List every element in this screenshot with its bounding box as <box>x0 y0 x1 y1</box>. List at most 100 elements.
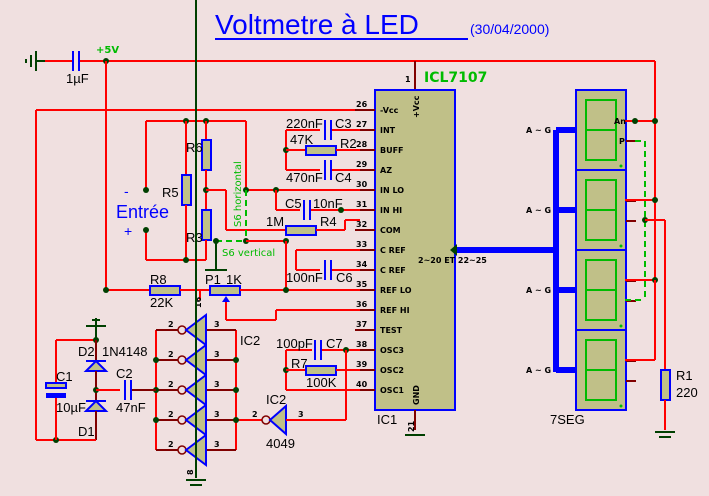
ic1-pin-name: IN LO <box>380 186 404 195</box>
c2-value: 47nF <box>116 400 146 415</box>
inverter-in-pin: 2 <box>168 380 174 389</box>
ic1-pin-number: 33 <box>356 240 367 249</box>
ic1-name: ICL7107 <box>424 70 487 86</box>
ic1-pin-name: REF HI <box>380 306 410 315</box>
r8-ref: R8 <box>150 272 167 287</box>
c5-ref: C5 <box>285 196 302 211</box>
ic1-pin-name: TEST <box>380 326 403 335</box>
ic2-single-ref: IC2 <box>266 392 286 407</box>
c1-value: 10µF <box>56 400 86 415</box>
r1-ref: R1 <box>676 368 693 383</box>
inverter-in-pin: 2 <box>168 350 174 359</box>
svg-text:2: 2 <box>252 410 258 419</box>
r1-value: 220 <box>676 385 698 400</box>
ic1-pin-number: 35 <box>356 280 368 289</box>
ic1-pin-number: 27 <box>356 120 367 129</box>
ic1-gnd-pin: 21 <box>407 420 416 432</box>
ic1-pin-name: INT <box>380 126 396 135</box>
r6-ref: R6 <box>186 140 203 155</box>
c-1uF-label: 1µF <box>66 71 89 86</box>
ic1-pin-number: 28 <box>356 140 368 149</box>
svg-text:3: 3 <box>298 410 304 419</box>
ic1-pin-name: OSC3 <box>380 346 404 355</box>
ic2-gnd-pin: 8 <box>186 469 195 475</box>
ic1-pin-number: 31 <box>356 200 368 209</box>
ic1-pin-name: C REF <box>380 246 406 255</box>
inverter-in-pin: 2 <box>168 320 174 329</box>
input-label: Entrée <box>116 202 169 222</box>
display-bus-label: A ~ G <box>526 286 551 295</box>
c2-ref: C2 <box>116 366 133 381</box>
display-dp-label: P <box>619 137 625 146</box>
ic1-pin-number: 40 <box>356 380 368 389</box>
inverter-in-pin: 2 <box>168 410 174 419</box>
switch-horizontal-label: S6 horizontal <box>233 161 244 227</box>
ic1-bus-label: 2~20 ET 22~25 <box>418 256 487 265</box>
c5-value: 10nF <box>313 196 343 211</box>
ic1-pin-name: AZ <box>380 166 392 175</box>
title-date: (30/04/2000) <box>470 21 549 37</box>
r7-value: 100K <box>306 375 337 390</box>
c1-ref: C1 <box>56 369 73 384</box>
input-plus: + <box>124 223 132 239</box>
ic1-pin-number: 39 <box>356 360 368 369</box>
r3-ref: R3 <box>186 230 203 245</box>
inverter-out-pin: 3 <box>214 380 220 389</box>
ic1-pin-name: BUFF <box>380 146 404 155</box>
display-bus-label: A ~ G <box>526 206 551 215</box>
inverter-out-pin: 3 <box>214 410 220 419</box>
c4-ref: C4 <box>335 170 352 185</box>
inverter-out-pin: 3 <box>214 440 220 449</box>
r1-resistor <box>660 369 671 401</box>
title: Voltmetre à LED <box>215 9 419 40</box>
ic2-value: 4049 <box>266 436 295 451</box>
ic2-ref: IC2 <box>240 333 260 348</box>
r2-value: 47K <box>290 132 313 147</box>
c4-value: 470nF <box>286 170 323 185</box>
ic1-pin-number: 34 <box>356 260 368 269</box>
ic1-pin-number: 32 <box>356 220 367 229</box>
c3-ref: C3 <box>335 116 352 131</box>
display-bus-label: A ~ G <box>526 366 551 375</box>
r7-ref: R7 <box>291 356 308 371</box>
r5-ref: R5 <box>162 185 179 200</box>
d2-value: 1N4148 <box>102 344 148 359</box>
d2-ref: D2 <box>78 344 95 359</box>
ic1-pin-number: 36 <box>356 300 368 309</box>
supply-ground-icon <box>25 51 37 71</box>
ic1-pin-name: IN HI <box>380 206 402 215</box>
ic1-vcc-pin: 1 <box>405 75 411 84</box>
c7-value: 100pF <box>276 336 313 351</box>
display-ref: 7SEG <box>550 412 585 427</box>
display-bus-label: A ~ G <box>526 126 551 135</box>
ic1-pin-name: C REF <box>380 266 406 275</box>
switch-vertical-label: S6 vertical <box>222 248 275 259</box>
c-1uF <box>72 51 80 71</box>
inverter-out-pin: 3 <box>214 320 220 329</box>
p1-value: 1K <box>226 272 242 287</box>
ic1-ref: IC1 <box>377 412 397 427</box>
r4-ref: R4 <box>320 214 337 229</box>
display-anode-label: An <box>614 117 626 126</box>
inverter-out-pin: 3 <box>214 350 220 359</box>
ic1-pin-number: 26 <box>356 100 368 109</box>
c6-value: 100nF <box>286 270 323 285</box>
ic1-pin-number: 38 <box>356 340 368 349</box>
c7-ref: C7 <box>326 336 343 351</box>
ic1-pin-name: REF LO <box>380 286 412 295</box>
r4-value: 1M <box>266 214 284 229</box>
ic1-pin-number: 37 <box>356 320 367 329</box>
ic1-pin-name: COM <box>380 226 401 235</box>
p1-ref: P1 <box>205 272 221 287</box>
ic1-pin-name: -Vcc <box>380 106 399 115</box>
supply-label: +5V <box>96 45 119 56</box>
inverter-in-pin: 2 <box>168 440 174 449</box>
ic1-pin-name: OSC1 <box>380 386 404 395</box>
input-minus: - <box>124 183 129 199</box>
ic1-gnd-label: GND <box>412 385 421 405</box>
ic1-pin-number: 29 <box>356 160 368 169</box>
d1-ref: D1 <box>78 424 95 439</box>
r8-value: 22K <box>150 295 173 310</box>
ic1-pin-name: OSC2 <box>380 366 404 375</box>
